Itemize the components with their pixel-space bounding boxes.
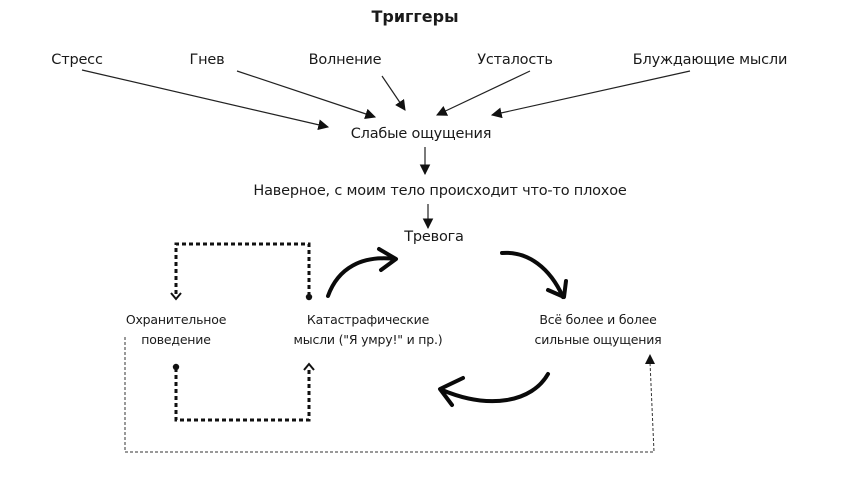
arrow-anger <box>236 70 377 120</box>
safety-behavior-line2: поведение <box>141 332 211 347</box>
node-bad-thought: Наверное, с моим тело происходит что-то … <box>253 183 627 199</box>
arrow-fatigue <box>436 70 531 116</box>
trigger-wandering-thoughts: Блуждающие мысли <box>632 52 788 68</box>
arrow-excitement <box>381 75 406 111</box>
stronger-line1: Всё более и более <box>539 312 657 327</box>
node-anxiety: Тревога <box>404 229 464 245</box>
trigger-anger: Гнев <box>189 52 225 68</box>
trigger-fatigue: Усталость <box>477 52 553 68</box>
node-stronger-sensations: Всё более и более сильные ощущения <box>535 310 662 350</box>
dotted-arrow-safety-to-catastrophic <box>172 362 315 422</box>
node-catastrophic-thoughts: Катастрафические мысли ("Я умру!" и пр.) <box>294 310 443 350</box>
node-safety-behavior: Охранительное поведение <box>125 310 227 350</box>
curved-arrow-catastrophic-to-anxiety <box>326 247 398 298</box>
catastrophic-line1: Катастрафические <box>306 312 430 327</box>
diagram-title: Триггеры <box>371 7 459 26</box>
catastrophic-line2: мысли ("Я умру!" и пр.) <box>293 332 443 347</box>
trigger-excitement: Волнение <box>308 52 382 68</box>
trigger-stress: Стресс <box>51 52 103 68</box>
arrow-wandering <box>490 70 691 119</box>
arrow-stress <box>81 69 330 131</box>
curved-arrow-anxiety-to-stronger <box>500 250 568 299</box>
dotted-arrow-catastrophic-to-safety <box>170 242 313 301</box>
stronger-line2: сильные ощущения <box>534 332 662 347</box>
curved-arrow-stronger-to-catastrophic <box>438 372 550 407</box>
node-weak-sensations: Слабые ощущения <box>350 126 492 142</box>
dashed-arrow-safety-to-stronger <box>124 337 655 453</box>
safety-behavior-line1: Охранительное <box>125 312 227 327</box>
